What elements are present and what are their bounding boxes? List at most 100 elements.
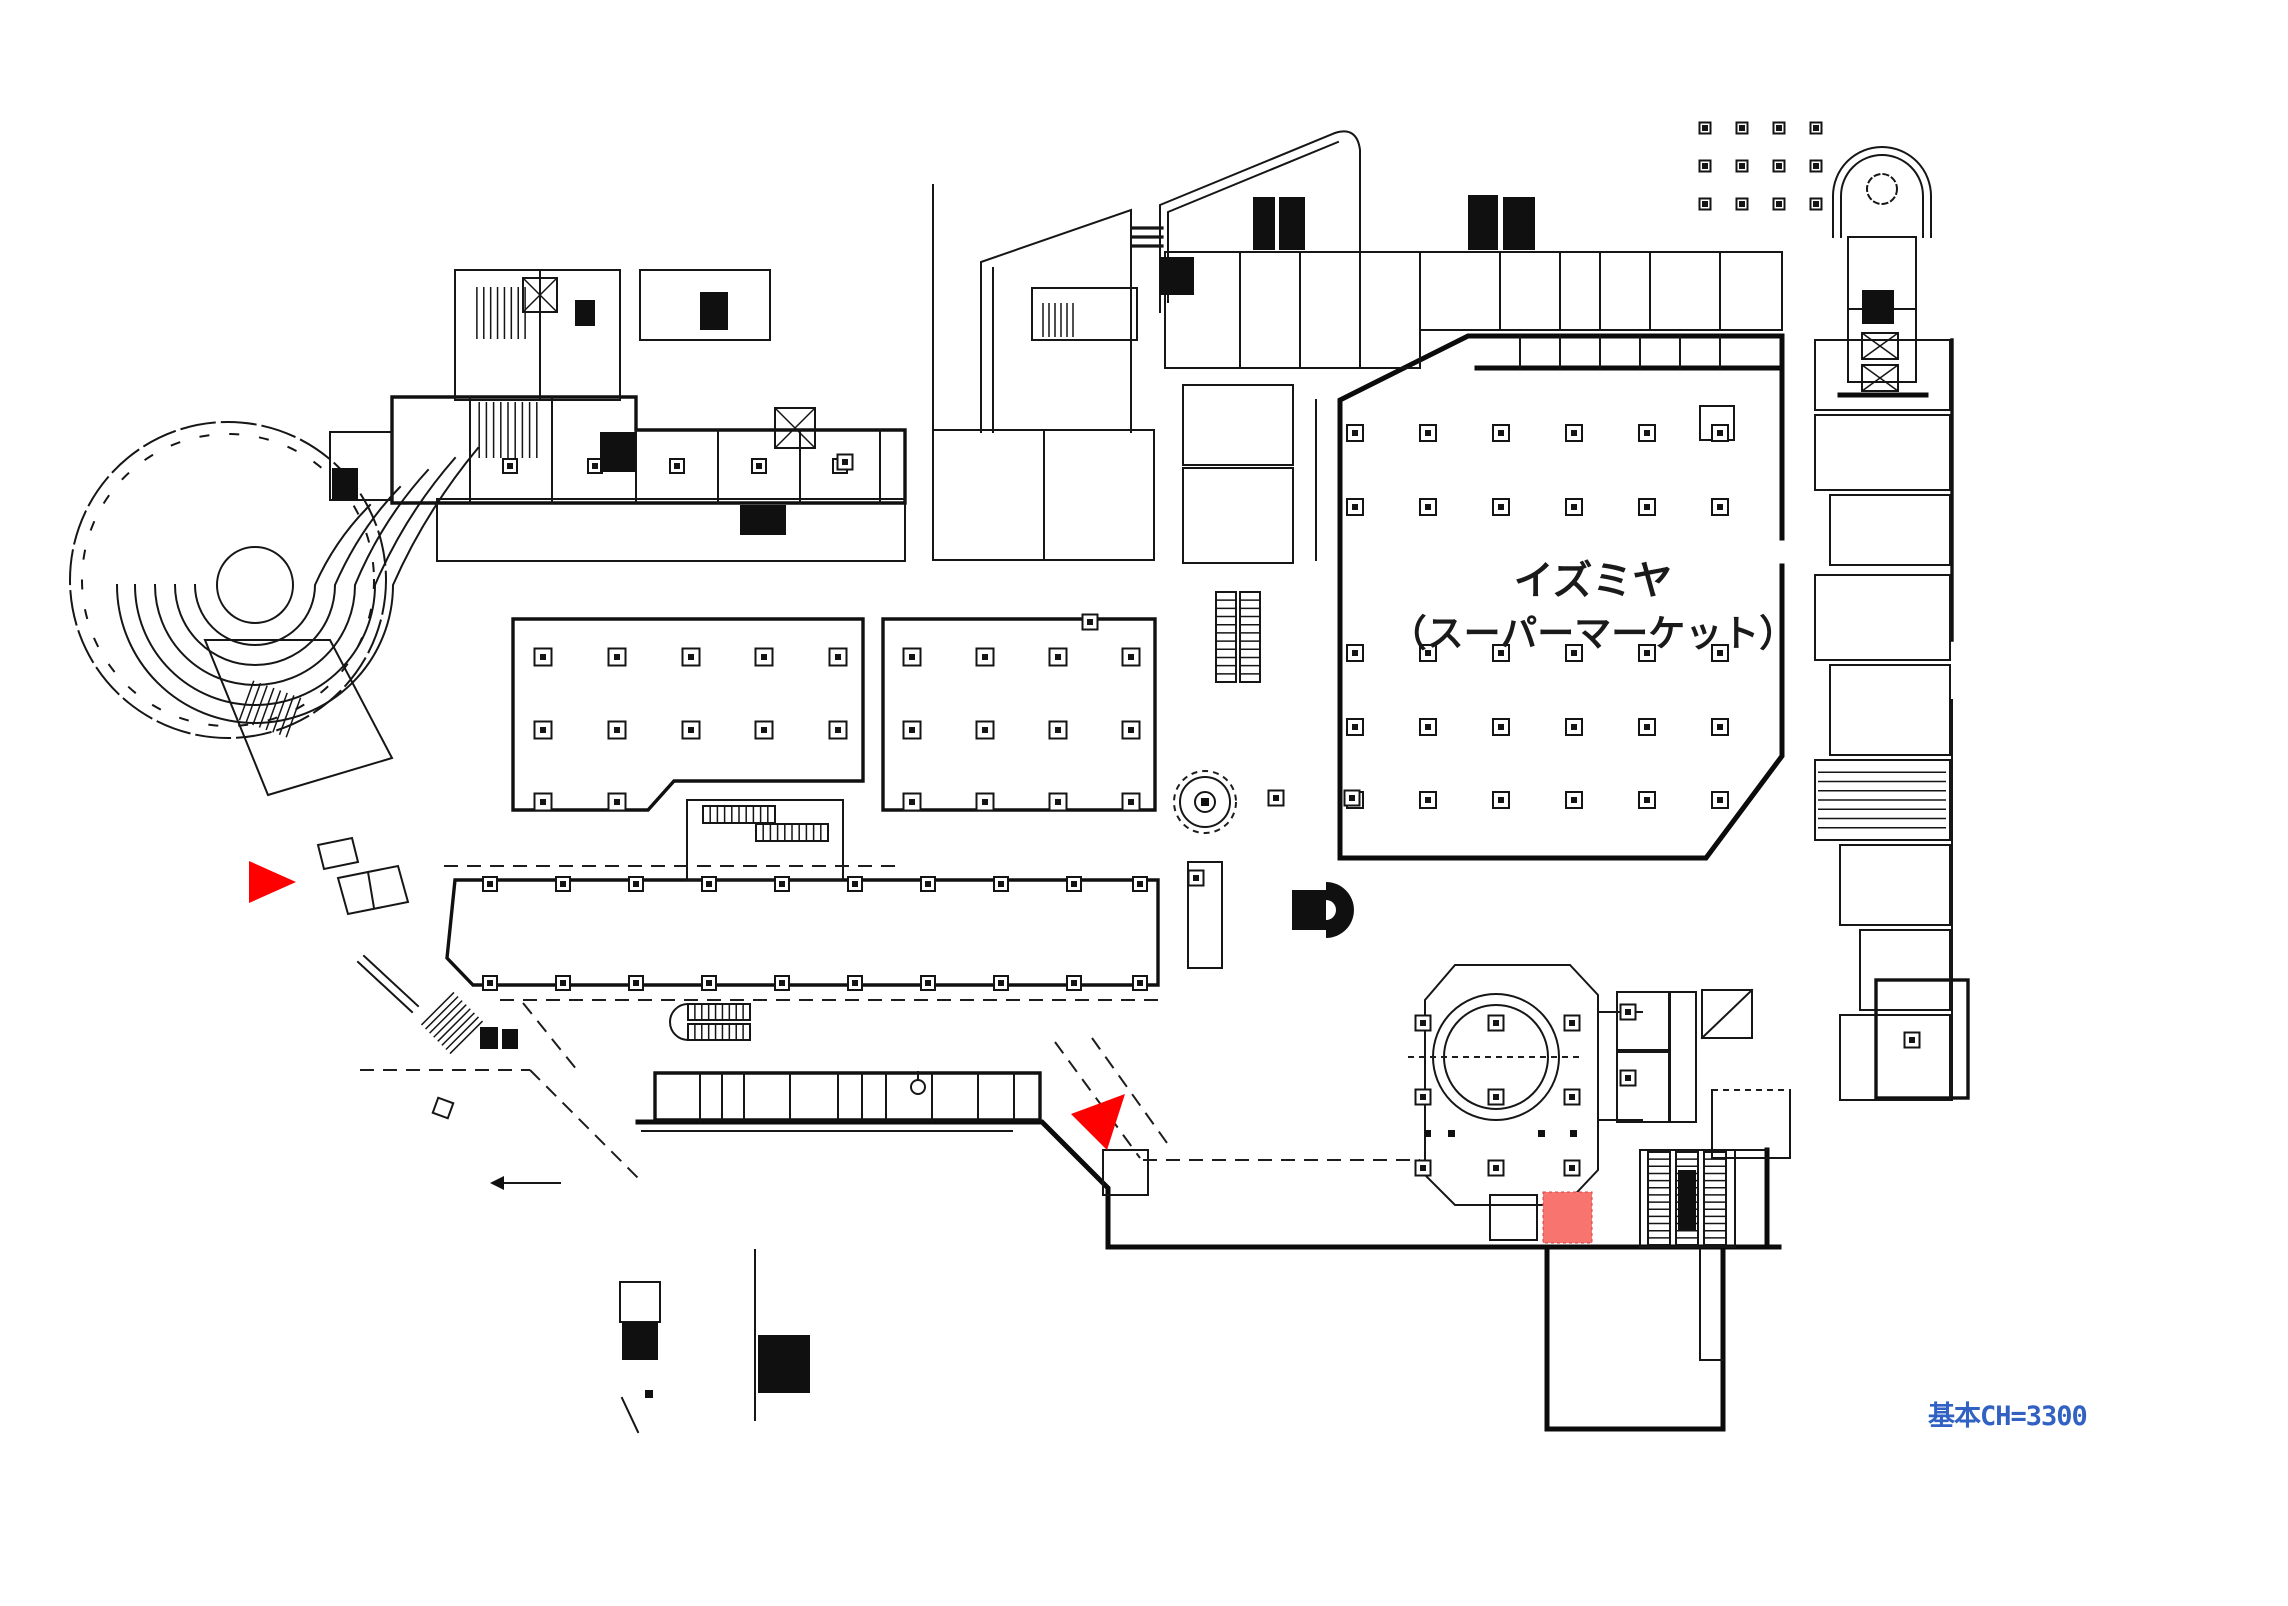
column-core bbox=[1055, 799, 1061, 805]
column-core bbox=[1498, 430, 1504, 436]
highlighted-unit bbox=[1542, 1191, 1593, 1244]
column-core bbox=[1625, 1075, 1631, 1081]
column-core bbox=[1569, 1020, 1575, 1026]
plan-labels: イズミヤ （スーパーマーケット） 基本CH=3300 bbox=[1390, 558, 2088, 1432]
column-core bbox=[1352, 724, 1358, 730]
column-core bbox=[1571, 650, 1577, 656]
column-core bbox=[1493, 1020, 1499, 1026]
column-core bbox=[1702, 163, 1708, 169]
stair-hatch-line bbox=[445, 1016, 480, 1051]
column-core bbox=[1644, 797, 1650, 803]
stair-core-block bbox=[1503, 197, 1535, 250]
stair-hatch-line bbox=[245, 682, 262, 723]
column-core bbox=[779, 881, 785, 887]
column-core bbox=[1571, 504, 1577, 510]
stair-core-block bbox=[1253, 197, 1275, 250]
stair-core-block bbox=[480, 1027, 498, 1049]
stair-core-block bbox=[622, 1322, 658, 1360]
column-core bbox=[1137, 980, 1143, 986]
column-core bbox=[852, 980, 858, 986]
column-core bbox=[1813, 163, 1819, 169]
stair-hatch-line bbox=[449, 1020, 484, 1055]
column-core bbox=[1425, 724, 1431, 730]
column-core bbox=[1571, 430, 1577, 436]
stair-hatch-line bbox=[437, 1008, 471, 1042]
stair-hatch-line bbox=[424, 995, 459, 1030]
stair-hatch-line bbox=[252, 685, 268, 726]
stair-hatch-line bbox=[285, 697, 302, 738]
column-core bbox=[487, 881, 493, 887]
stair-hatch-line bbox=[420, 991, 455, 1026]
stair-hatch-line bbox=[278, 695, 295, 736]
stair-core-block bbox=[1201, 798, 1209, 806]
annotations bbox=[249, 861, 1593, 1244]
column-core bbox=[998, 980, 1004, 986]
column-core bbox=[592, 463, 598, 469]
column-core bbox=[982, 799, 988, 805]
dashed-guides bbox=[360, 865, 1790, 1181]
column-core bbox=[614, 727, 620, 733]
column-core bbox=[982, 654, 988, 660]
column-core bbox=[1571, 724, 1577, 730]
column-core bbox=[507, 463, 513, 469]
column-core bbox=[1909, 1037, 1915, 1043]
column-core bbox=[1569, 1094, 1575, 1100]
column-core bbox=[1776, 163, 1782, 169]
column-core bbox=[674, 463, 680, 469]
stair-hatch-line bbox=[441, 1012, 475, 1046]
stair-core-block bbox=[1570, 1130, 1577, 1137]
column-core bbox=[1498, 797, 1504, 803]
stair-core-block bbox=[600, 432, 636, 472]
column-core bbox=[633, 980, 639, 986]
elevator-cross-line bbox=[1861, 332, 1899, 360]
column-core bbox=[1420, 1020, 1426, 1026]
column-core bbox=[1776, 125, 1782, 131]
column-core bbox=[1420, 1165, 1426, 1171]
column-core bbox=[1128, 799, 1134, 805]
column-core bbox=[560, 881, 566, 887]
stair-hatch-line bbox=[238, 680, 255, 721]
column-core bbox=[1055, 654, 1061, 660]
column-core bbox=[925, 881, 931, 887]
stair-core-block bbox=[1160, 257, 1194, 295]
column-core bbox=[1498, 504, 1504, 510]
stair-hatch-line bbox=[258, 687, 275, 728]
column-core bbox=[1717, 504, 1723, 510]
column-core bbox=[761, 727, 767, 733]
column-core bbox=[1813, 125, 1819, 131]
column-core bbox=[909, 654, 915, 660]
stair-hatch-line bbox=[272, 692, 288, 733]
stair-hatch-line bbox=[265, 690, 282, 731]
column-core bbox=[1128, 727, 1134, 733]
column-core bbox=[1425, 430, 1431, 436]
column-core bbox=[1717, 650, 1723, 656]
column-core bbox=[1776, 201, 1782, 207]
ceiling-height-note: 基本CH=3300 bbox=[1928, 1401, 2087, 1432]
column-core bbox=[1425, 650, 1431, 656]
stair-core-block bbox=[1538, 1130, 1545, 1137]
column-core bbox=[1739, 125, 1745, 131]
column-core bbox=[1571, 797, 1577, 803]
stair-core-block bbox=[1468, 195, 1498, 250]
column-core bbox=[1644, 724, 1650, 730]
elevator-box bbox=[1861, 332, 1899, 360]
column-core bbox=[1349, 795, 1355, 801]
stair-core-block bbox=[1279, 197, 1305, 250]
stair-core-block bbox=[1424, 1130, 1431, 1137]
column-core bbox=[835, 654, 841, 660]
column-core bbox=[761, 654, 767, 660]
column-core bbox=[688, 654, 694, 660]
column-core bbox=[540, 799, 546, 805]
red-arrow-marker-center bbox=[1071, 1094, 1125, 1150]
column-core bbox=[1193, 875, 1199, 881]
column-core bbox=[1644, 650, 1650, 656]
stair-core-block bbox=[502, 1029, 518, 1049]
stair-core-block bbox=[1292, 890, 1326, 930]
column-core bbox=[614, 799, 620, 805]
generated-plan-symbols bbox=[238, 121, 1946, 1398]
column-core bbox=[1273, 795, 1279, 801]
spiral-ramp bbox=[69, 421, 480, 739]
column-core bbox=[540, 654, 546, 660]
column-core bbox=[842, 459, 848, 465]
